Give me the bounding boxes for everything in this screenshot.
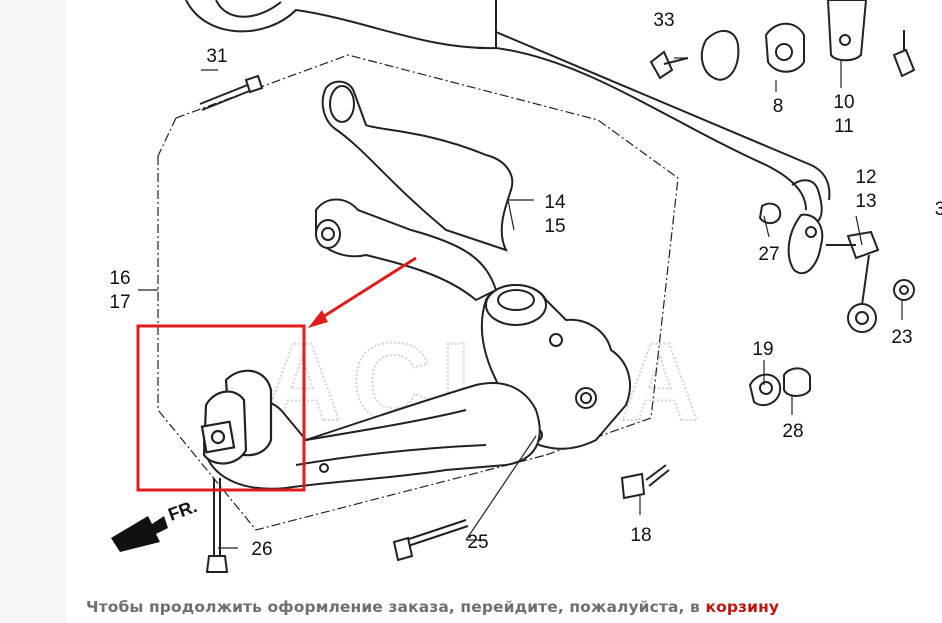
bolts <box>199 74 811 573</box>
callout-14: 14 <box>544 192 566 213</box>
front-direction-label: FR. <box>166 496 200 525</box>
checkout-notice-text: Чтобы продолжить оформление заказа, пере… <box>86 598 706 616</box>
callout-8: 8 <box>773 96 784 117</box>
callout-19: 19 <box>752 339 773 360</box>
callout-13: 13 <box>855 191 876 212</box>
callout-15: 15 <box>544 216 565 237</box>
callout-30-partial: 3 <box>935 199 942 220</box>
front-direction-arrow: FR. <box>111 496 200 552</box>
callout-28: 28 <box>782 421 803 442</box>
highlight-box <box>136 324 306 492</box>
assembly-frame <box>157 54 679 531</box>
callout-12: 12 <box>855 167 876 188</box>
callout-25: 25 <box>467 532 488 553</box>
callout-16: 16 <box>109 268 130 289</box>
left-margin-strip <box>0 0 66 623</box>
parts-diagram: ACURA <box>66 0 942 590</box>
callout-23: 23 <box>891 327 912 348</box>
checkout-notice: Чтобы продолжить оформление заказа, пере… <box>86 598 942 620</box>
stabilizer-bar <box>185 0 831 225</box>
callout-31: 31 <box>206 46 227 67</box>
highlight-arrow <box>308 256 417 328</box>
leader-lines <box>138 57 903 549</box>
stabilizer-hardware <box>649 0 916 333</box>
rubber-bushing <box>200 369 273 465</box>
callout-17: 17 <box>109 292 130 313</box>
callout-33: 33 <box>653 10 674 31</box>
callout-27: 27 <box>758 244 779 265</box>
lower-control-arm <box>203 382 541 490</box>
callout-10: 10 <box>833 92 854 113</box>
callout-26: 26 <box>251 539 272 560</box>
callout-18: 18 <box>630 525 651 546</box>
callout-11: 11 <box>834 116 854 137</box>
cart-link[interactable]: корзину <box>705 598 780 616</box>
upper-arm <box>315 80 514 302</box>
